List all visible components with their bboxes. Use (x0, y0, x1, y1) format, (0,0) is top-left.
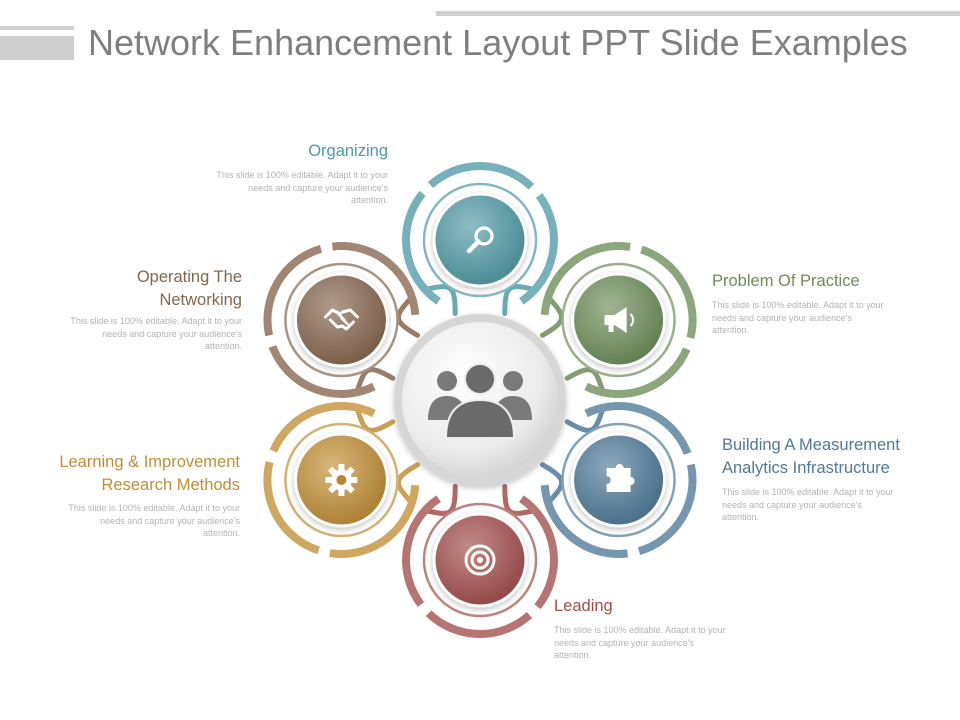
outer-ring-segment (540, 242, 631, 316)
outer-ring-segment (331, 242, 420, 316)
title-accent-bar-left (0, 26, 74, 30)
outer-ring-segment (637, 463, 697, 555)
outer-ring-segment (540, 484, 629, 558)
outer-ring-segment (329, 484, 420, 558)
title-accent-block-left (0, 36, 74, 60)
title-accent-bar-right (436, 11, 960, 16)
node-desc-learning-improvement: This slide is 100% editable. Adapt it to… (68, 503, 240, 538)
page-title: Network Enhancement Layout PPT Slide Exa… (88, 22, 908, 63)
node-label-organizing: Organizing (308, 142, 388, 160)
search-icon (466, 226, 494, 254)
outer-ring-segment (263, 245, 323, 337)
outer-ring-segment (268, 345, 376, 398)
outer-ring-segment (427, 162, 535, 190)
node-building-measurement (540, 402, 697, 558)
people-group-icon (428, 363, 532, 439)
outer-ring-segment (584, 347, 691, 398)
outer-ring-segment (640, 245, 697, 339)
node-label-leading: Leading (554, 597, 613, 615)
outer-ring-segment (402, 495, 441, 607)
node-label-operating-networking: Operating The Networking (136, 268, 242, 309)
node-desc-problem-of-practice: This slide is 100% editable. Adapt it to… (712, 300, 884, 335)
handshake-icon (323, 308, 359, 331)
node-label-problem-of-practice: Problem Of Practice (712, 272, 860, 290)
node-label-building-measurement: Building A Measurement Analytics Infrast… (722, 436, 900, 477)
outer-ring-segment (269, 402, 376, 453)
node-operating-networking (263, 242, 420, 398)
node-learning-improvement (263, 402, 420, 558)
node-label-learning-improvement: Learning & Improvement Research Methods (59, 453, 240, 494)
node-organizing (402, 162, 558, 305)
node-disc (293, 272, 389, 368)
outer-ring-segment (263, 461, 320, 555)
puzzle-icon (606, 464, 635, 492)
center-node (394, 314, 566, 486)
node-leading (402, 495, 558, 638)
outer-ring-segment (425, 610, 533, 638)
node-desc-building-measurement: This slide is 100% editable. Adapt it to… (722, 487, 894, 522)
node-desc-leading: This slide is 100% editable. Adapt it to… (554, 625, 726, 660)
outer-ring-segment (519, 495, 558, 610)
target-icon (464, 544, 496, 576)
gear-icon (325, 464, 358, 496)
megaphone-icon (604, 307, 635, 333)
outer-ring-segment (519, 193, 558, 305)
outer-ring-segment (584, 402, 692, 455)
node-desc-organizing: This slide is 100% editable. Adapt it to… (216, 170, 388, 205)
node-desc-operating-networking: This slide is 100% editable. Adapt it to… (70, 316, 242, 351)
outer-ring-segment (402, 190, 441, 305)
node-problem-of-practice (540, 242, 697, 398)
